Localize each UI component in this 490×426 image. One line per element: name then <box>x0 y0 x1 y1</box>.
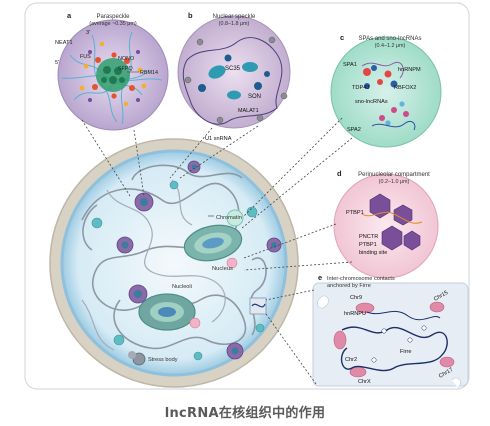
panel-e-title-2: anchored by Firre <box>327 283 371 289</box>
binding-site-label-1: PTBP1 <box>359 242 377 248</box>
nuclear-envelope <box>60 149 288 377</box>
rbm14-label: RBM14 <box>140 70 158 76</box>
figure-caption: lncRNA在核组织中的作用 <box>164 406 326 421</box>
fus-label: FUS <box>80 54 91 60</box>
tdp43-label: TDP43 <box>352 85 369 91</box>
figure-frame <box>24 2 470 390</box>
panel-a-size: (average ~0.35 μm) <box>89 21 137 27</box>
nucleus-label-main: Nucleus <box>212 266 233 272</box>
sfpq-label: SFPQ <box>118 66 133 72</box>
neat1-label: NEAT1 <box>55 40 73 46</box>
hnrnpu-label: hnRNPU <box>344 311 366 317</box>
panel-b-letter: b <box>188 11 193 20</box>
nucleoli-label: Nucleoli <box>172 284 192 290</box>
stress-body <box>128 351 146 366</box>
lncrna-diagram: Chromatin Nucleus Nucleus Nucleoli Stres… <box>24 2 470 390</box>
binding-site-label-2: binding site <box>359 250 387 256</box>
pnctr-label: PNCTR <box>359 234 378 240</box>
chromatin-fiber <box>81 164 267 350</box>
nucleolus-center-inner <box>202 237 224 249</box>
son-label: SON <box>248 94 261 100</box>
paraspeckle-cores <box>121 164 277 355</box>
sno-label: sno-lncRNAs <box>355 99 388 105</box>
three-prime-label: 3' <box>86 30 90 36</box>
panel-a-title: Paraspeckle <box>96 14 130 20</box>
spa1-label: SPA1 <box>343 62 357 68</box>
spa-compartment <box>226 209 244 227</box>
panel-b-title: Nuclear speckle <box>213 14 256 20</box>
sc35-label: SC35 <box>225 66 241 72</box>
firre-label: Firre <box>400 349 412 355</box>
panel-firre: e Inter-chromosome contacts anchored by … <box>312 273 469 389</box>
rbfox2-label: RBFOX2 <box>394 85 416 91</box>
speckle-blobs <box>91 180 265 361</box>
panel-nuclear-speckle: b Nuclear speckle (0.8–1.8 μm) SC35 SON … <box>177 11 291 142</box>
panel-e-title-1: Inter-chromosome contacts <box>327 276 395 282</box>
connector-lines <box>81 117 353 385</box>
panel-d-title: Perinucleolar compartment <box>358 172 430 178</box>
nucleus: Chromatin Nucleus Nucleus Nucleoli Stres… <box>49 138 299 388</box>
malat1-label: MALAT1 <box>238 108 259 114</box>
five-prime-label: 5' <box>55 60 59 66</box>
panel-pnc: d Perinucleolar compartment (0.2–1.0 μm)… <box>333 169 439 279</box>
ptbp1-label: PTBP1 <box>346 210 364 216</box>
panel-a-letter: a <box>67 11 72 20</box>
nono-label: NONO <box>118 56 134 62</box>
panel-c-title: SPAs and sno-lncRNAs <box>359 36 422 42</box>
pnc-blobs <box>189 257 238 329</box>
panel-d-size: (0.2–1.0 μm) <box>379 179 410 185</box>
panel-c-size: (0.4–1.2 μm) <box>375 43 406 49</box>
panel-c-letter: c <box>340 33 344 42</box>
chromatin-label: Chromatin <box>216 215 242 221</box>
figure: Chromatin Nucleus Nucleus Nucleoli Stres… <box>22 0 472 392</box>
panel-d-letter: d <box>337 169 342 178</box>
stress-body-label: Stress body <box>148 357 178 363</box>
hnrnpm-label: hnRNPM <box>398 67 421 73</box>
nucleolus-lower-inner <box>158 307 176 317</box>
panel-b-size: (0.8–1.8 μm) <box>219 21 250 27</box>
chr2-label: Chr2 <box>345 357 357 363</box>
u1-label: U1 snRNA <box>205 136 232 142</box>
panel-spa: c SPAs and sno-lncRNAs (0.4–1.2 μm) SPA1… <box>330 33 442 148</box>
chrx-label: ChrX <box>358 379 371 385</box>
panel-paraspeckle: a Paraspeckle (average ~0.35 μm) NEAT1 5… <box>55 11 169 131</box>
spa2-label: SPA2 <box>347 127 361 133</box>
panel-e-letter: e <box>318 273 322 282</box>
chr9-label: Chr9 <box>350 295 362 301</box>
firre-contact <box>249 297 267 315</box>
